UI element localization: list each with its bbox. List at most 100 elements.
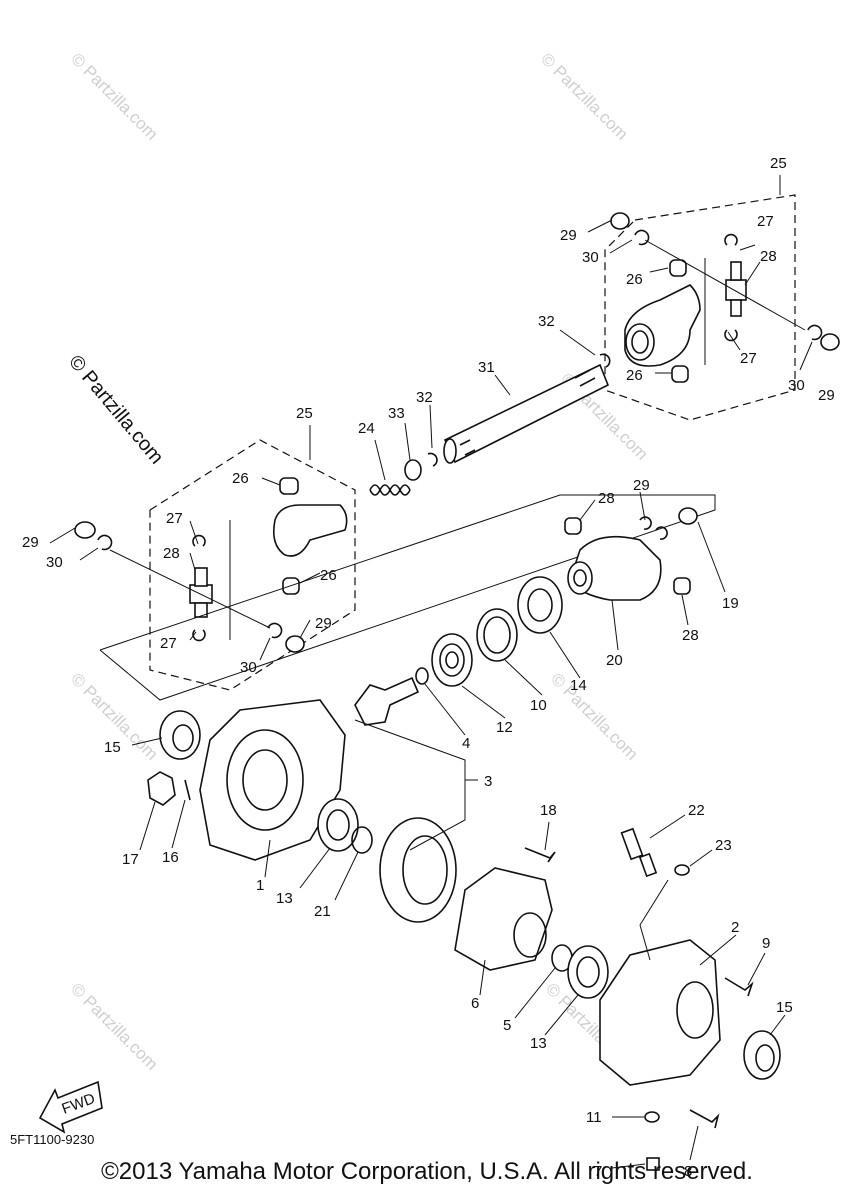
callout-6: 6 <box>471 995 479 1012</box>
callout-25-left: 25 <box>296 405 313 422</box>
nut-17 <box>147 771 176 806</box>
ring-gear-group <box>354 719 478 923</box>
plug-7 <box>646 1157 660 1171</box>
right-ujoint-group <box>604 175 840 421</box>
callout-24: 24 <box>358 420 375 437</box>
callout-22: 22 <box>688 802 705 819</box>
leader-lines <box>49 219 813 1169</box>
watermark-6: © Partzilla.com <box>67 979 161 1073</box>
callout-19: 19 <box>722 595 739 612</box>
shim-4 <box>415 667 429 685</box>
fwd-arrow-icon <box>38 1080 103 1134</box>
left-ujoint-group <box>74 425 356 691</box>
callout-33: 33 <box>388 405 405 422</box>
pinion-assembly-outline <box>99 494 716 701</box>
left-yoke <box>272 504 348 557</box>
coupling-flange-group <box>564 507 698 601</box>
housing-right <box>599 827 781 1171</box>
callout-28-left: 28 <box>163 545 180 562</box>
bearing-13-right <box>567 945 609 999</box>
oil-seal-15-right <box>743 1030 781 1080</box>
callout-11: 11 <box>586 1109 602 1126</box>
oil-seal-15-left <box>159 710 201 760</box>
drive-pinion-gear <box>354 676 420 726</box>
pinion-bearings <box>354 576 563 726</box>
callout-30-left-top: 30 <box>46 554 63 571</box>
callout-13-left: 13 <box>276 890 293 907</box>
callout-32-right: 32 <box>538 313 555 330</box>
left-spider-cross <box>194 567 208 587</box>
right-bearing-cap-top <box>669 259 687 277</box>
bearing-12 <box>431 633 473 687</box>
callout-26-right-top: 26 <box>626 271 643 288</box>
callout-30-right-bottom: 30 <box>788 377 805 394</box>
callout-26-left-top: 26 <box>232 470 249 487</box>
bolt-18 <box>524 847 556 863</box>
o-ring-16 <box>184 779 191 801</box>
bearing-13-left <box>317 798 359 852</box>
shim-21 <box>351 826 373 854</box>
callout-3: 3 <box>484 773 492 790</box>
left-group-dashed-box <box>149 439 356 691</box>
callout-20: 20 <box>606 652 623 669</box>
callout-30-left-bottom: 30 <box>240 659 257 676</box>
callout-15-right: 15 <box>776 999 793 1016</box>
differential-case-6 <box>454 867 553 971</box>
callout-16: 16 <box>162 849 179 866</box>
callout-31: 31 <box>478 359 495 376</box>
watermark-2: © Partzilla.com <box>537 49 631 143</box>
callout-13-right: 13 <box>530 1035 547 1052</box>
cap-28-top <box>564 517 582 535</box>
washer-11 <box>644 1111 660 1123</box>
callout-5: 5 <box>503 1017 511 1034</box>
callout-25-right: 25 <box>770 155 787 172</box>
callout-14: 14 <box>570 677 587 694</box>
callout-29-flange: 29 <box>633 477 650 494</box>
case-2 <box>599 939 721 1086</box>
callout-29-right-bottom: 29 <box>818 387 835 404</box>
diagram-reference-code: 5FT1100-9230 <box>10 1132 95 1147</box>
callout-15-left: 15 <box>104 739 121 756</box>
spring-and-washer <box>369 459 422 496</box>
housing-left <box>147 699 373 861</box>
bolt-8 <box>689 1109 720 1129</box>
right-group-dashed-box <box>604 194 796 421</box>
spring <box>369 484 411 496</box>
callout-18: 18 <box>540 802 557 819</box>
callout-9: 9 <box>762 935 770 952</box>
callout-29-left-bottom: 29 <box>315 615 332 632</box>
right-bearing-cap-bottom <box>671 365 689 383</box>
callout-21: 21 <box>314 903 331 920</box>
callout-23: 23 <box>715 837 732 854</box>
oil-seal-14 <box>517 576 563 634</box>
callout-1: 1 <box>256 877 264 894</box>
callout-2: 2 <box>731 919 739 936</box>
right-outer-cap-bottom <box>820 333 840 351</box>
callout-28-flange-bottom: 28 <box>682 627 699 644</box>
watermark-5: © Partzilla.com <box>547 669 641 763</box>
callout-17: 17 <box>122 851 139 868</box>
drive-shaft-body <box>443 363 610 464</box>
watermark-1: © Partzilla.com <box>67 49 161 143</box>
callout-8: 8 <box>684 1163 692 1180</box>
left-outer-cap-bottom <box>285 635 305 653</box>
callout-27-right-bottom: 27 <box>740 350 757 367</box>
left-outer-cap-top <box>74 521 96 539</box>
callout-27-left-bottom: 27 <box>160 635 177 652</box>
ring-10 <box>476 608 518 662</box>
callout-numbers: 25 27 29 30 28 26 32 27 26 30 29 31 32 3… <box>22 155 835 1180</box>
callout-10: 10 <box>530 697 547 714</box>
o-ring-23 <box>674 864 690 876</box>
differential-group <box>454 847 609 999</box>
right-spider-cross <box>725 279 747 301</box>
callout-30-right-top: 30 <box>582 249 599 266</box>
callout-27-right-top: 27 <box>757 213 774 230</box>
callout-12: 12 <box>496 719 513 736</box>
callout-27-left-top: 27 <box>166 510 183 527</box>
washer <box>404 459 422 481</box>
drive-shaft <box>427 353 611 467</box>
copyright-notice: ©2013 Yamaha Motor Corporation, U.S.A. A… <box>101 1158 753 1185</box>
cap-19 <box>678 507 698 525</box>
callout-29-left-top: 29 <box>22 534 39 551</box>
